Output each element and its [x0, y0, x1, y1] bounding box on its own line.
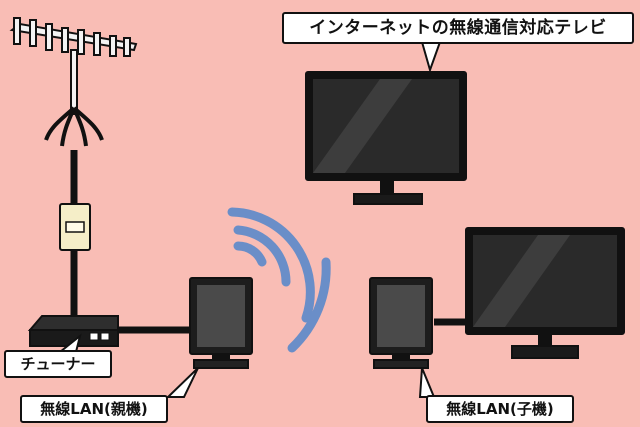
tuner-label: チューナー: [4, 350, 112, 378]
wall-outlet-icon: [59, 203, 91, 251]
router-icon: [369, 277, 433, 369]
wireless-lan-parent-label: 無線LAN(親機): [20, 395, 168, 423]
cables: [70, 150, 468, 334]
router-icon: [189, 277, 253, 369]
internet-tv-label: インターネットの無線通信対応テレビ: [282, 12, 634, 44]
tuner-box-icon: [27, 315, 119, 347]
wifi-waves-icon: [227, 207, 331, 353]
wireless-lan-child-label: 無線LAN(子機): [426, 395, 574, 423]
television-icon: [465, 227, 625, 359]
television-icon: [305, 71, 467, 205]
antenna-icon: [9, 17, 138, 147]
